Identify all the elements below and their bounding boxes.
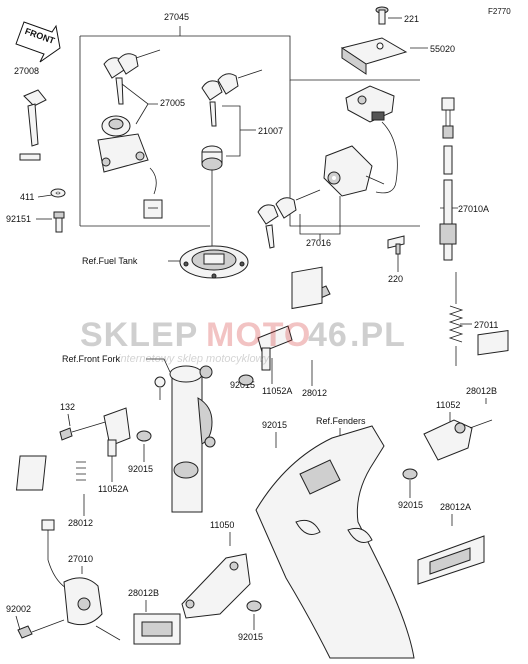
bolt-92151 [53,211,65,233]
label-27045: 27045 [164,12,189,22]
label-92015-c: 92015 [128,464,153,474]
label-92015-b: 92015 [262,420,287,430]
front-arrow-icon: FRONT [15,21,61,63]
switch-27010A [439,97,457,261]
bracket-lower-11052A [15,407,152,491]
spring-27011 [448,272,464,366]
label-27010A: 27010A [458,204,489,214]
label-221: 221 [404,14,419,24]
label-28012B-lower: 28012B [128,588,159,598]
plate-55020 [340,37,408,75]
label-28012B-right: 28012B [466,386,497,396]
fuel-tank-cap [179,245,249,279]
key-blank-27008 [19,89,47,161]
assembly-outline-27045 [79,26,420,227]
watermark-brand-c: 46 [308,316,348,354]
reflector-28012A [417,535,485,585]
label-92151: 92151 [6,214,31,224]
fuel-cap-lock [201,145,223,246]
bolt-92002 [17,619,65,639]
label-11052-right: 11052 [436,400,460,410]
watermark-brand-a: SKLEP [80,316,198,354]
label-220: 220 [388,274,403,284]
watermark-brand-d: .PL [350,316,406,354]
ignition-switch [97,115,163,219]
label-28012A: 28012A [440,502,471,512]
diagram-code: F2770 [488,7,511,16]
label-27010: 27010 [68,554,93,564]
screw-220 [387,235,405,255]
label-92002: 92002 [6,604,31,614]
label-11050: 11050 [210,520,234,530]
watermark-subtitle: internetowy sklep motocyklowy [118,353,271,365]
ref-front-fork: Ref.Front Fork [62,354,121,364]
label-55020: 55020 [430,44,455,54]
label-92015-e: 92015 [238,632,263,642]
label-11052A-lower: 11052A [98,484,128,494]
switch-27010 [41,519,121,641]
label-27005: 27005 [160,98,185,108]
rear-fender [255,425,415,659]
label-28012-upper: 28012 [302,388,327,398]
key-pair-21007 [201,69,263,127]
label-21007: 21007 [258,126,283,136]
key-pair-27005 [103,49,161,105]
label-27011: 27011 [474,320,498,330]
seat-lock-bracket [345,85,398,194]
ref-fenders: Ref.Fenders [316,416,366,426]
label-92015-a: 92015 [230,380,255,390]
bracket-upper-11052A [238,266,331,386]
label-411: 411 [20,192,34,202]
label-92015-d: 92015 [398,500,423,510]
bracket-right-11052 [402,330,509,480]
front-fork [154,365,216,513]
key-pair-27016 [257,189,321,249]
label-28012-lower: 28012 [68,518,93,528]
label-132-lower: 132 [60,402,75,412]
label-11052A-upper: 11052A [262,386,292,396]
label-27008: 27008 [14,66,39,76]
bracket-11050 [181,553,262,619]
label-27016: 27016 [306,238,331,248]
screw-221 [375,6,389,25]
watermark: SKLEP MOTO 46 .PL internetowy sklep moto… [80,316,406,365]
ref-fuel-tank: Ref.Fuel Tank [82,256,138,266]
washer-411 [50,188,66,198]
reflector-28012B [133,613,181,645]
watermark-brand-b: MOTO [206,316,311,354]
seat-lock-27016 [323,145,385,197]
